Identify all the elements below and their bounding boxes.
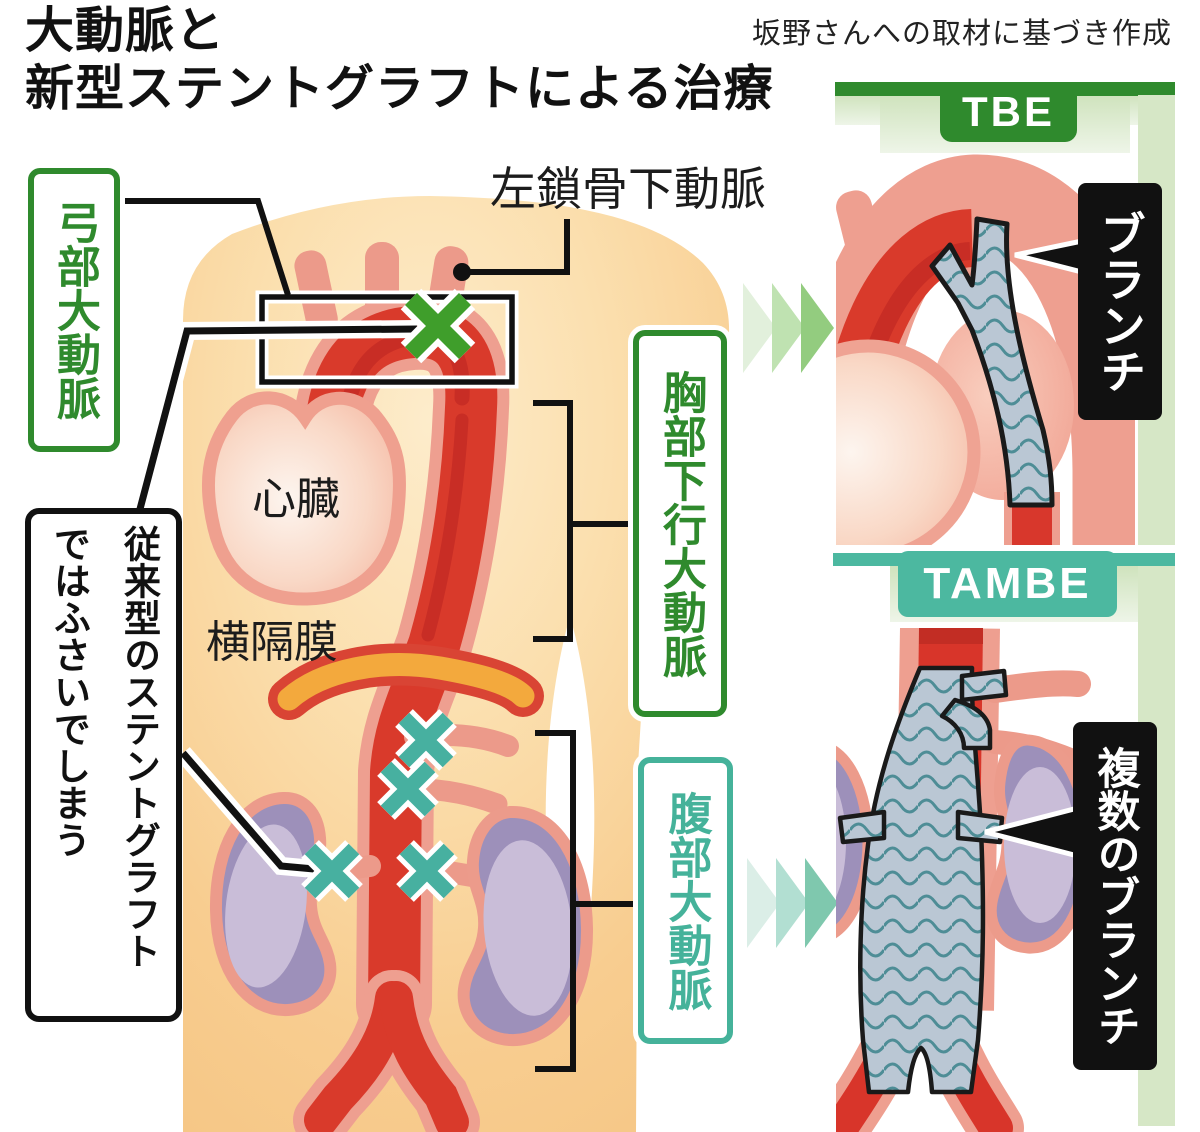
diaphragm-shape [268,643,544,720]
label-diaphragm: 横隔膜 [206,618,338,667]
heart-shape [201,391,406,606]
tambe-badge: TAMBE [898,551,1117,617]
label-heart: 心臓 [252,475,340,524]
page-title: 大動脈と 新型ステントグラフトによる治療 [25,2,774,118]
tambe-branch-callout: 複数のブランチ [1073,722,1157,1070]
label-subclavian: 左鎖骨下動脈 [490,163,766,215]
tbe-badge: TBE [940,82,1077,142]
tbe-branch-callout: ブランチ [1078,183,1162,420]
label-box-aortic-arch: 弓部大動脈 [28,168,120,452]
left-kidney [209,792,337,1017]
tambe-stent-graft [837,665,1009,1095]
arch-zone-rectangle [255,290,519,389]
credit-note: 坂野さんへの取材に基づき作成 [751,18,1172,50]
title-line-1: 大動脈と [25,4,226,58]
label-box-thoracic-descending: 胸部下行大動脈 [633,330,727,717]
tbe-stent-graft [929,216,1055,508]
conventional-stent-note: 従来型のステントグラフトではふさいでしまう [25,508,182,1022]
tbe-illustration [836,154,1135,545]
halo-callout-lines [131,320,418,879]
title-line-2: 新型ステントグラフトによる治療 [25,62,774,116]
blocked-x-teal-icons [301,709,458,902]
blocked-x-green-icon [400,288,476,364]
arrow-chevrons-right-green-icon [743,283,834,373]
arrow-chevrons-right-teal-icon [747,858,838,948]
callout-dot-icon [453,263,471,281]
callout-lines [122,198,638,1072]
tbe-heart-shape [836,339,981,545]
label-box-abdominal: 腹部大動脈 [638,757,733,1044]
right-kidney [457,805,594,1047]
